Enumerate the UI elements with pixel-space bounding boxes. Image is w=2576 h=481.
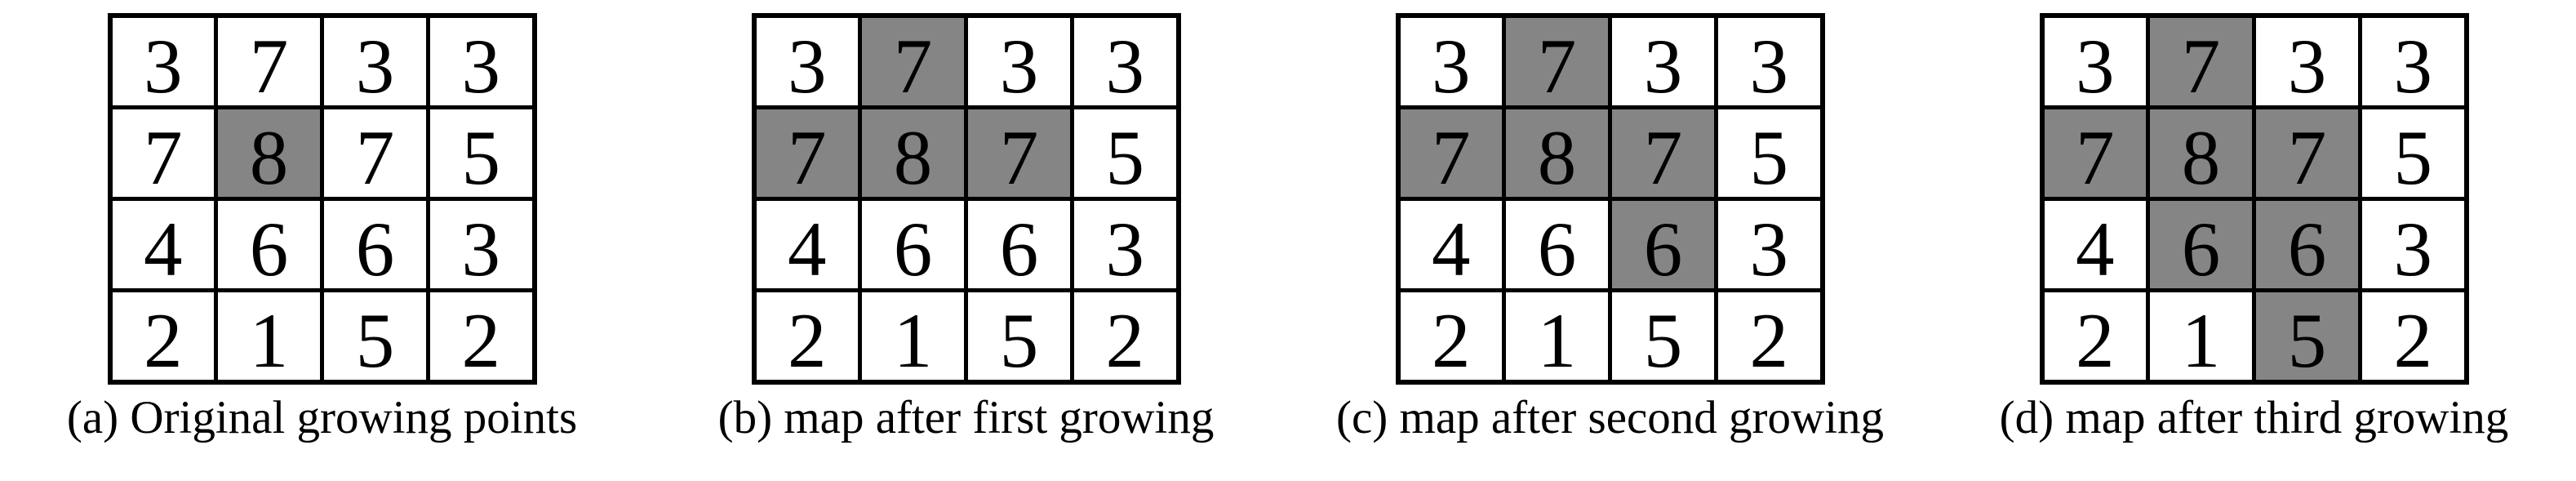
grid-cell-r1c4: 3 (1714, 13, 1824, 109)
grid-cell-r3c1: 4 (2040, 197, 2150, 292)
grid-cell-r2c4: 5 (426, 105, 536, 201)
grid-cell-r3c3: 6 (1608, 197, 1718, 292)
grid-cell-r1c3: 3 (2252, 13, 2362, 109)
grid-cell-r1c1: 3 (108, 13, 218, 109)
grid-cell-r3c4: 3 (426, 197, 536, 292)
grid-cell-r2c3: 7 (2252, 105, 2362, 201)
grid-cell-r1c4: 3 (426, 13, 536, 109)
grid-cell-r2c1: 7 (108, 105, 218, 201)
grid-cell-r1c2: 7 (858, 13, 968, 109)
grid-cell-r2c3: 7 (320, 105, 430, 201)
caption-panel-b: (b) map after first growing (717, 392, 1215, 443)
grid-cell-r2c4: 5 (1070, 105, 1180, 201)
grid-cell-r4c2: 1 (858, 288, 968, 385)
grid-cell-r3c3: 6 (2252, 197, 2362, 292)
grid-cell-r1c2: 7 (1502, 13, 1612, 109)
grid-cell-r1c4: 3 (1070, 13, 1180, 109)
grid-cell-r1c3: 3 (964, 13, 1074, 109)
grid-cell-r4c4: 2 (426, 288, 536, 385)
grid-cell-r3c2: 6 (1502, 197, 1612, 292)
grid-cell-r4c1: 2 (2040, 288, 2150, 385)
grid-cell-r3c3: 6 (320, 197, 430, 292)
grid-cell-r1c3: 3 (1608, 13, 1718, 109)
caption-panel-a: (a) Original growing points (66, 392, 578, 443)
grid-cell-r2c2: 8 (214, 105, 324, 201)
grid-cell-r3c3: 6 (964, 197, 1074, 292)
grid-cell-r2c2: 8 (1502, 105, 1612, 201)
grid-cell-r1c1: 3 (1396, 13, 1506, 109)
grid-cell-r1c3: 3 (320, 13, 430, 109)
grid-cell-r4c4: 2 (2358, 288, 2468, 385)
grid-cell-r4c2: 1 (1502, 288, 1612, 385)
grid-cell-r2c1: 7 (2040, 105, 2150, 201)
grid-cell-r3c2: 6 (214, 197, 324, 292)
caption-panel-d: (d) map after third growing (1999, 392, 2509, 443)
grid-cell-r3c4: 3 (1070, 197, 1180, 292)
grid-cell-r2c3: 7 (1608, 105, 1718, 201)
grid-cell-r4c3: 5 (964, 288, 1074, 385)
grid-cell-r1c2: 7 (214, 13, 324, 109)
grid-cell-r3c1: 4 (752, 197, 862, 292)
grid-cell-r3c4: 3 (2358, 197, 2468, 292)
grid-cell-r2c4: 5 (2358, 105, 2468, 201)
caption-panel-c: (c) map after second growing (1335, 392, 1885, 443)
grid-cell-r3c1: 4 (1396, 197, 1506, 292)
grid-cell-r2c2: 8 (858, 105, 968, 201)
grid-cell-r4c2: 1 (2146, 288, 2256, 385)
grid-cell-r2c4: 5 (1714, 105, 1824, 201)
grid-cell-r3c4: 3 (1714, 197, 1824, 292)
grid-cell-r4c4: 2 (1714, 288, 1824, 385)
grid-cell-r2c3: 7 (964, 105, 1074, 201)
grid-cell-r3c2: 6 (2146, 197, 2256, 292)
grid-cell-r4c2: 1 (214, 288, 324, 385)
grid-cell-r2c1: 7 (752, 105, 862, 201)
grid-cell-r3c2: 6 (858, 197, 968, 292)
grid-cell-r4c1: 2 (108, 288, 218, 385)
grid-cell-r2c1: 7 (1396, 105, 1506, 201)
grid-cell-r4c1: 2 (752, 288, 862, 385)
grid-cell-r4c3: 5 (320, 288, 430, 385)
grid-cell-r4c3: 5 (2252, 288, 2362, 385)
grid-cell-r4c3: 5 (1608, 288, 1718, 385)
grid-cell-r1c1: 3 (752, 13, 862, 109)
grid-cell-r3c1: 4 (108, 197, 218, 292)
grid-cell-r4c1: 2 (1396, 288, 1506, 385)
grid-cell-r2c2: 8 (2146, 105, 2256, 201)
grid-cell-r4c4: 2 (1070, 288, 1180, 385)
grid-cell-r1c1: 3 (2040, 13, 2150, 109)
grid-cell-r1c4: 3 (2358, 13, 2468, 109)
grid-cell-r1c2: 7 (2146, 13, 2256, 109)
